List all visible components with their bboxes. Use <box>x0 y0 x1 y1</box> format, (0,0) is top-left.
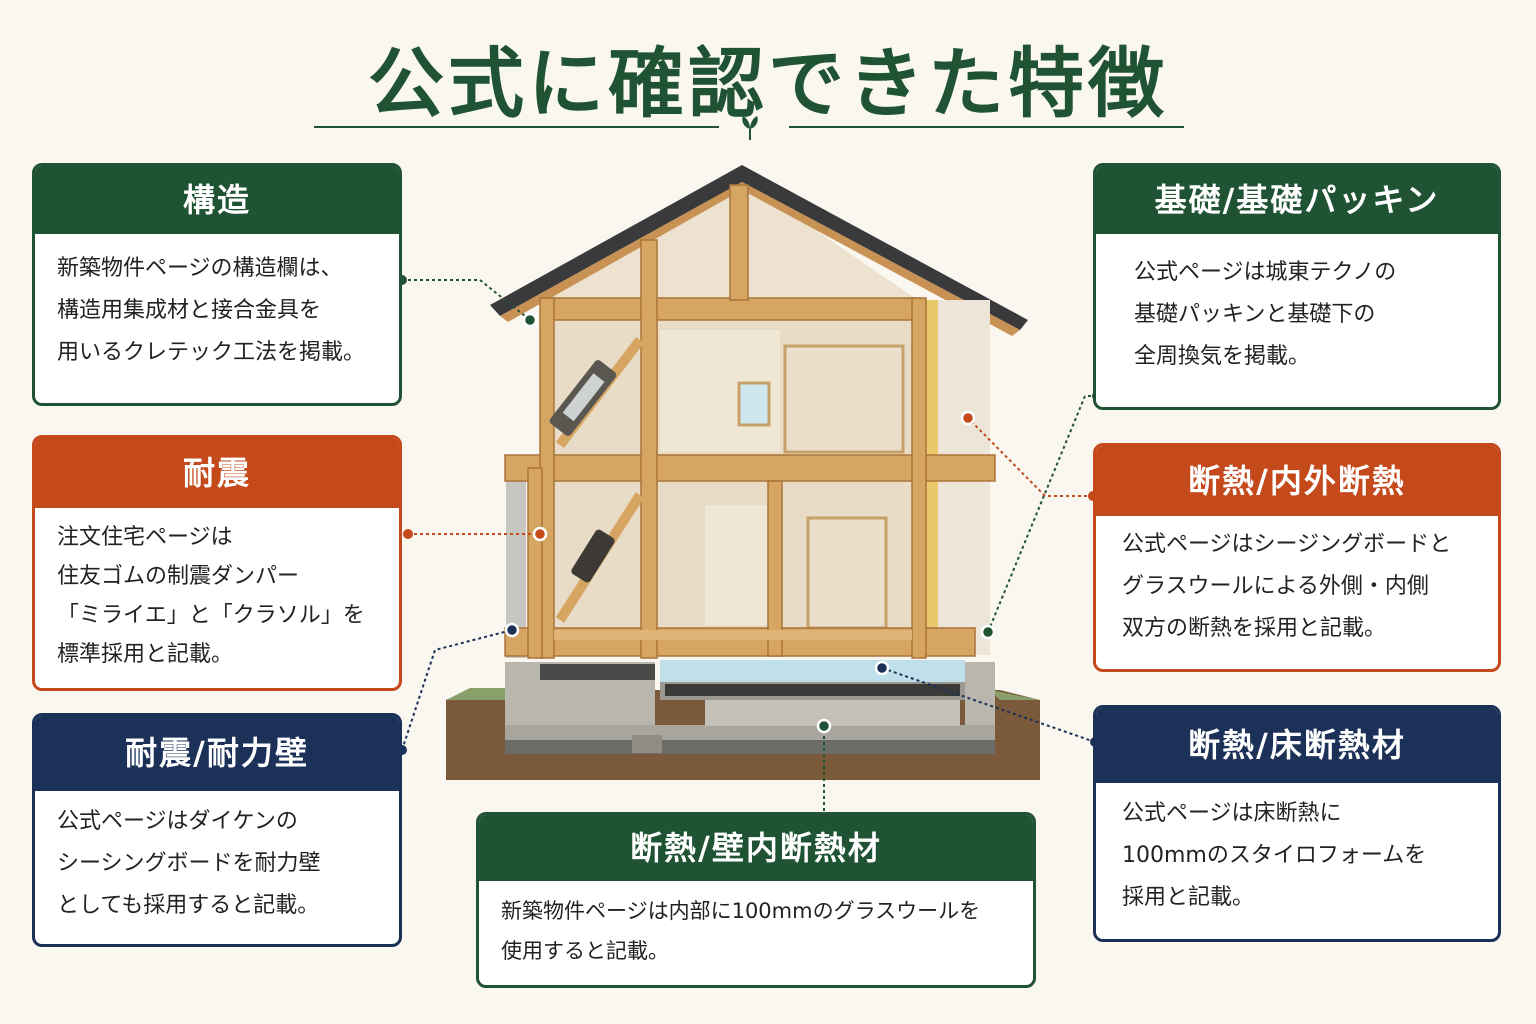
roof <box>490 165 1028 330</box>
marker-floor <box>874 660 890 676</box>
connector-foundation <box>987 395 1097 633</box>
card-line: 用いるクレテック工法を掲載。 <box>57 340 366 365</box>
damper-lower <box>571 529 615 583</box>
card-line: 公式ページはシージングボードと <box>1122 532 1452 557</box>
marker-bearing-wall <box>504 622 520 638</box>
card-line: グラスウールによる外側・内側 <box>1122 574 1429 599</box>
card-line: 住友ゴムの制震ダンパー <box>57 564 300 589</box>
card-bearing-wall: 耐震/耐力壁 公式ページはダイケンの シーシングボードを耐力壁 としても採用する… <box>32 713 402 947</box>
page-title: 公式に確認できた特徴 <box>368 39 1168 128</box>
card-heading: 構造 <box>35 166 399 234</box>
card-structure: 構造 新築物件ページの構造欄は、 構造用集成材と接合金具を 用いるクレテック工法… <box>32 163 402 406</box>
connector-bearing-wall <box>401 629 513 751</box>
card-heading: 断熱/壁内断熱材 <box>479 815 1033 881</box>
gravel <box>505 740 995 754</box>
card-floor-insulation: 断熱/床断熱材 公式ページは床断熱に 100mmのスタイロフォームを 採用と記載… <box>1093 705 1501 942</box>
card-foundation: 基礎/基礎パッキン 公式ページは城東テクノの 基礎パッキンと基礎下の 全周換気を… <box>1093 163 1501 410</box>
card-heading: 基礎/基礎パッキン <box>1096 166 1498 234</box>
card-seismic-damping: 耐震 注文住宅ページは 住友ゴムの制震ダンパー 「ミライエ」と「クラソル」を 標… <box>32 435 402 691</box>
floor-boards <box>554 630 912 640</box>
floor-insulation-board <box>660 660 965 682</box>
card-line: シーシングボードを耐力壁 <box>57 851 321 876</box>
card-line: 標準採用と記載。 <box>57 642 234 667</box>
card-line: 公式ページは城東テクノの <box>1134 260 1397 285</box>
card-line: 基礎パッキンと基礎下の <box>1134 302 1376 327</box>
leaf-icon <box>742 116 758 140</box>
marker-seismic <box>532 526 548 542</box>
foundation-packing <box>540 664 655 680</box>
title-rule-left <box>314 126 719 128</box>
card-heading: 断熱/内外断熱 <box>1096 446 1498 516</box>
card-inner-outer-insulation: 断熱/内外断熱 公式ページはシージングボードと グラスウールによる外側・内側 双… <box>1093 443 1501 672</box>
connector-inner-outer <box>967 417 1093 497</box>
connector-structure <box>402 279 531 321</box>
card-line: 構造用集成材と接合金具を <box>57 298 322 323</box>
marker-inner-outer <box>960 410 976 426</box>
connector-floor <box>881 667 1096 743</box>
window <box>737 381 771 427</box>
card-line: 新築物件ページは内部に100mmのグラスウールを <box>501 899 981 923</box>
card-line: としても採用すると記載。 <box>57 893 320 918</box>
card-line: 公式ページはダイケンの <box>57 809 298 834</box>
card-line: 全周換気を掲載。 <box>1134 344 1311 369</box>
card-wall-insulation: 断熱/壁内断熱材 新築物件ページは内部に100mmのグラスウールを 使用すると記… <box>476 812 1036 988</box>
card-line: 双方の断熱を採用と記載。 <box>1122 616 1387 641</box>
card-line: 採用と記載。 <box>1122 885 1255 910</box>
damper-upper <box>549 360 617 436</box>
marker-foundation <box>980 624 996 640</box>
card-line: 公式ページは床断熱に <box>1122 801 1342 826</box>
marker-structure <box>522 312 538 328</box>
card-line: 新築物件ページの構造欄は、 <box>57 256 343 281</box>
card-heading: 断熱/床断熱材 <box>1096 708 1498 783</box>
card-line: 使用すると記載。 <box>501 939 669 963</box>
title-rule-right <box>789 126 1184 128</box>
timber-beam <box>544 297 921 321</box>
card-heading: 耐震 <box>35 438 399 508</box>
marker-wall-insulation <box>816 718 832 734</box>
card-heading: 耐震/耐力壁 <box>35 716 399 791</box>
card-line: 100mmのスタイロフォームを <box>1122 843 1427 868</box>
card-line: 注文住宅ページは <box>57 525 233 550</box>
card-line: 「ミライエ」と「クラソル」を <box>57 603 365 628</box>
